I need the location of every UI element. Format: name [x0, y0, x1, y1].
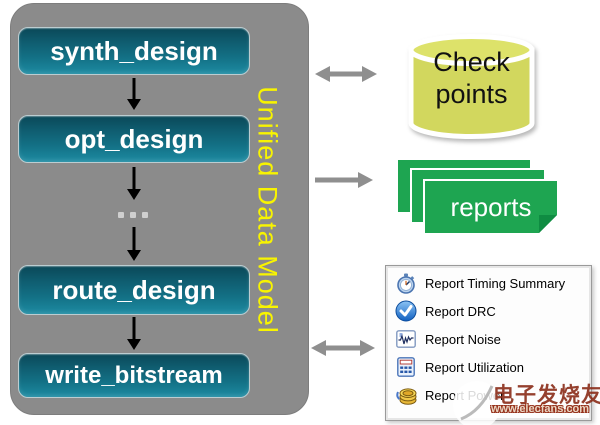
- database-cylinder-icon: [408, 34, 535, 139]
- step-label: synth_design: [50, 35, 218, 66]
- exchange-arrow-checkpoints: [315, 64, 377, 89]
- flow-step-synth-design: synth_design: [18, 27, 250, 75]
- flow-step-opt-design: opt_design: [18, 115, 250, 163]
- flow-arrow-4: [127, 317, 141, 350]
- flow-arrow-1: [127, 78, 141, 110]
- ellipsis-dots: [118, 212, 148, 218]
- checkpoints-label: Check points: [433, 47, 510, 109]
- step-label: write_bitstream: [45, 361, 223, 389]
- calculator-icon: [394, 357, 418, 377]
- menu-item-label: Report Noise: [425, 331, 501, 347]
- flow-step-write-bitstream: write_bitstream: [18, 353, 250, 398]
- menu-item-report-timing-summary[interactable]: Report Timing Summary: [394, 269, 591, 297]
- flow-arrow-3: [127, 227, 141, 261]
- flow-step-route-design: route_design: [18, 265, 250, 315]
- report-card-front: reports: [425, 181, 557, 233]
- report-card-label: reports: [450, 191, 532, 222]
- output-arrow-reports: [313, 170, 373, 195]
- unified-data-model-label: Unified Data Model: [252, 86, 283, 334]
- menu-item-report-noise[interactable]: Report Noise: [394, 325, 591, 353]
- menu-item-report-utilization[interactable]: Report Utilization: [394, 353, 591, 381]
- menu-item-report-drc[interactable]: Report DRC: [394, 297, 591, 325]
- menu-item-label: Report Timing Summary: [425, 275, 566, 291]
- waveform-icon: [394, 330, 418, 348]
- menu-item-label: Report Utilization: [425, 359, 524, 375]
- stopwatch-icon: [394, 273, 418, 294]
- flow-arrow-2: [127, 167, 141, 200]
- menu-item-report-power[interactable]: Report Power: [394, 381, 591, 409]
- checkpoints-database: Check points: [405, 20, 538, 146]
- menu-item-label: Report Power: [425, 387, 505, 403]
- step-label: route_design: [52, 274, 216, 305]
- folded-corner: [539, 215, 557, 233]
- report-menu-panel: Report Timing Summary Report DRC: [385, 265, 592, 421]
- exchange-arrow-report-menu: [311, 338, 375, 363]
- step-label: opt_design: [64, 123, 204, 154]
- check-circle-icon: [394, 300, 418, 322]
- menu-item-label: Report DRC: [425, 303, 496, 319]
- coins-icon: [394, 384, 418, 406]
